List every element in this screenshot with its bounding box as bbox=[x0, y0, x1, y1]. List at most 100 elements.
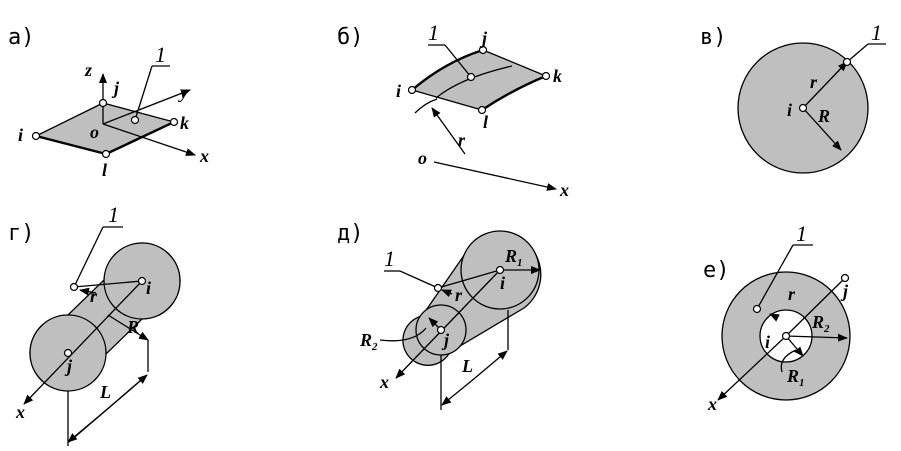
node-l-label: l bbox=[483, 112, 488, 132]
node-point-1 bbox=[69, 282, 79, 292]
node-center bbox=[130, 115, 140, 125]
node-point-1 bbox=[752, 304, 762, 314]
callout-leader bbox=[756, 244, 794, 310]
callout-number: 1 bbox=[155, 42, 166, 67]
x-axis bbox=[23, 280, 143, 405]
node-i-label: i bbox=[396, 81, 401, 101]
node-i-label: i bbox=[500, 273, 505, 293]
panel-b: б) 1 i j k l r o x bbox=[337, 20, 569, 200]
node-i-label: i bbox=[146, 278, 151, 298]
node-j bbox=[98, 98, 108, 108]
radius-r-arrow bbox=[441, 289, 453, 298]
node-j bbox=[436, 325, 446, 335]
R1-leader bbox=[780, 349, 797, 373]
plate-element bbox=[34, 102, 176, 155]
node-i bbox=[407, 85, 417, 95]
radius-R2-arrow bbox=[785, 333, 848, 342]
panel-e: е) 1 i j r R2 R1 x bbox=[703, 221, 851, 414]
x-axis-label: x bbox=[379, 372, 389, 392]
node-j-label: j bbox=[111, 78, 120, 98]
node-i bbox=[495, 265, 505, 275]
R-label: R bbox=[817, 106, 830, 126]
radius-r-arrow bbox=[769, 313, 780, 322]
node-l bbox=[477, 105, 487, 115]
dimension-L-arrow bbox=[67, 411, 105, 443]
L-label: L bbox=[461, 356, 473, 376]
node-j bbox=[63, 348, 73, 358]
surface-line bbox=[437, 269, 501, 289]
shell-curvature-arc bbox=[414, 98, 438, 114]
panel-d: д) 1 i j r R1 R2 L x bbox=[337, 221, 542, 410]
node-i bbox=[781, 331, 791, 341]
R2-label: R2 bbox=[811, 312, 830, 335]
x-axis-label: x bbox=[707, 394, 717, 414]
r-label: r bbox=[90, 286, 98, 306]
node-k bbox=[169, 117, 179, 127]
panel-a: а) 1 z y x o i j k l bbox=[8, 25, 209, 180]
axis-z-label: z bbox=[84, 60, 92, 80]
x-axis bbox=[433, 161, 557, 191]
node-k-label: k bbox=[553, 66, 562, 86]
y-axis bbox=[102, 89, 191, 125]
origin-label: o bbox=[90, 122, 99, 142]
R2-leader bbox=[379, 327, 427, 342]
axis-y-label: y bbox=[178, 82, 189, 102]
callout-leader bbox=[73, 226, 104, 288]
radius-R1-arrow bbox=[785, 335, 804, 357]
L-label: L bbox=[99, 382, 111, 402]
node-k bbox=[541, 71, 551, 81]
node-i bbox=[137, 276, 147, 286]
R1-label: R1 bbox=[786, 366, 805, 389]
node-j-label: j bbox=[840, 281, 849, 301]
node-j bbox=[478, 45, 488, 55]
panel-g: г) 1 i j r R L x bbox=[8, 202, 181, 446]
callout-number: 1 bbox=[796, 221, 807, 246]
panel-v-label: в) bbox=[700, 25, 727, 50]
node-i bbox=[798, 103, 808, 113]
R1-label: R1 bbox=[504, 246, 523, 269]
panel-d-label: д) bbox=[337, 221, 364, 246]
radius-label: r bbox=[458, 130, 466, 150]
panel-g-label: г) bbox=[8, 221, 35, 246]
shell-edge bbox=[411, 48, 484, 91]
node-j-label: j bbox=[64, 356, 73, 376]
callout-leader bbox=[444, 44, 472, 78]
node-j-label: j bbox=[441, 330, 450, 350]
node-point-1 bbox=[433, 283, 443, 293]
x-axis-label: x bbox=[15, 402, 25, 422]
shell-midline bbox=[435, 65, 513, 99]
node-j-label: j bbox=[479, 28, 488, 48]
r-label: r bbox=[788, 284, 796, 304]
callout-leader bbox=[846, 43, 869, 63]
panel-e-label: е) bbox=[703, 258, 730, 283]
x-axis bbox=[102, 123, 196, 156]
node-k-label: k bbox=[180, 113, 189, 133]
panel-a-label: а) bbox=[8, 25, 35, 50]
node-l bbox=[101, 149, 111, 159]
panel-v: в) 1 i r R bbox=[700, 20, 886, 174]
radius-r-arrow bbox=[79, 287, 97, 296]
surface-line bbox=[73, 280, 143, 288]
origin-label: o bbox=[418, 148, 427, 168]
plate-edge bbox=[35, 134, 107, 156]
radius-r-arrow bbox=[802, 61, 848, 109]
node-i bbox=[31, 131, 41, 141]
axis-x-label: x bbox=[199, 146, 209, 166]
callout-number: 1 bbox=[871, 20, 882, 45]
callout-number: 1 bbox=[428, 20, 439, 45]
node-i-label: i bbox=[765, 332, 770, 352]
panel-b-label: б) bbox=[337, 25, 364, 50]
R-label: R bbox=[126, 317, 139, 337]
node-point-1 bbox=[842, 57, 852, 67]
R2-label: R2 bbox=[359, 330, 378, 353]
radius-R-arrow bbox=[802, 107, 842, 151]
node-i-label: i bbox=[18, 125, 23, 145]
dimension-L-arrow bbox=[441, 377, 476, 406]
node-l-label: l bbox=[102, 160, 107, 180]
node-center bbox=[466, 72, 476, 82]
node-j bbox=[840, 273, 850, 283]
callout-number: 1 bbox=[384, 246, 395, 271]
dimension-L-arrow bbox=[103, 374, 148, 413]
x-axis bbox=[717, 335, 787, 401]
